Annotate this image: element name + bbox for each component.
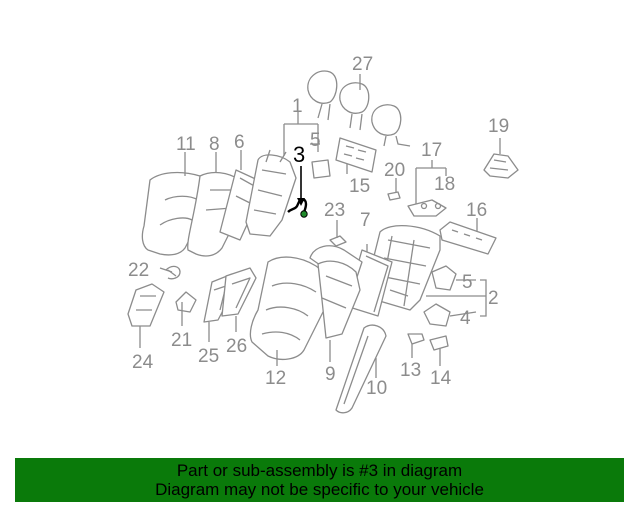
seat-cushion-drawing — [249, 256, 361, 361]
callout-24: 24 — [132, 352, 154, 373]
callout-5-upper: 5 — [310, 130, 321, 151]
banner-line-1: Part or sub-assembly is #3 in diagram — [176, 461, 463, 480]
part-3-leader-arrow — [297, 198, 305, 206]
callout-10: 10 — [366, 378, 387, 399]
part-23-drawing — [329, 235, 347, 247]
callout-1: 1 — [292, 96, 303, 117]
callout-15: 15 — [349, 176, 370, 197]
part-19-drawing — [483, 153, 519, 179]
parts-diagram: 27 1 5 3 11 8 6 15 20 17 18 19 16 23 7 2… — [127, 54, 519, 414]
callout-12: 12 — [265, 368, 286, 389]
part-17-18-drawing — [407, 199, 447, 217]
callout-17: 17 — [421, 140, 442, 161]
callout-9: 9 — [325, 364, 336, 385]
part-21-drawing — [175, 291, 197, 313]
callout-23: 23 — [324, 200, 345, 221]
part-13-drawing — [407, 333, 425, 345]
part-14-drawing — [429, 335, 449, 351]
callout-25: 25 — [198, 346, 219, 367]
callout-4: 4 — [460, 308, 471, 329]
callout-20: 20 — [384, 160, 405, 181]
callout-16: 16 — [466, 200, 487, 221]
callout-13: 13 — [400, 360, 421, 381]
part-3-highlighted-drawing — [287, 198, 308, 218]
part-15-drawing — [335, 137, 377, 173]
callout-2: 2 — [488, 288, 499, 309]
callout-7: 7 — [360, 210, 371, 231]
callout-11: 11 — [176, 134, 196, 155]
part-5-upper-drawing — [311, 159, 331, 179]
callout-5-right: 5 — [462, 272, 473, 293]
callout-19: 19 — [488, 116, 509, 137]
seatback-left-drawing — [141, 149, 297, 257]
callout-27: 27 — [352, 54, 373, 75]
diagram-notice-banner: Part or sub-assembly is #3 in diagram Di… — [15, 458, 624, 502]
callout-18: 18 — [434, 174, 455, 195]
part-20-drawing — [387, 191, 401, 201]
callout-22: 22 — [128, 260, 149, 281]
banner-line-2: Diagram may not be specific to your vehi… — [155, 480, 484, 499]
part-16-drawing — [439, 221, 497, 255]
callout-3-highlighted: 3 — [293, 142, 305, 167]
leader-lines — [139, 74, 501, 378]
headrests-drawing — [307, 70, 411, 147]
callout-26: 26 — [226, 336, 247, 357]
part-10-drawing — [335, 324, 387, 414]
part-25-26-drawing — [203, 267, 257, 323]
part-4-drawing — [423, 303, 451, 327]
callout-21: 21 — [171, 330, 192, 351]
callout-8: 8 — [209, 134, 220, 155]
callout-14: 14 — [430, 368, 452, 389]
part-5-right-drawing — [431, 265, 457, 291]
part-22-drawing — [165, 265, 181, 280]
callout-6: 6 — [234, 132, 245, 153]
part-24-drawing — [127, 283, 165, 327]
